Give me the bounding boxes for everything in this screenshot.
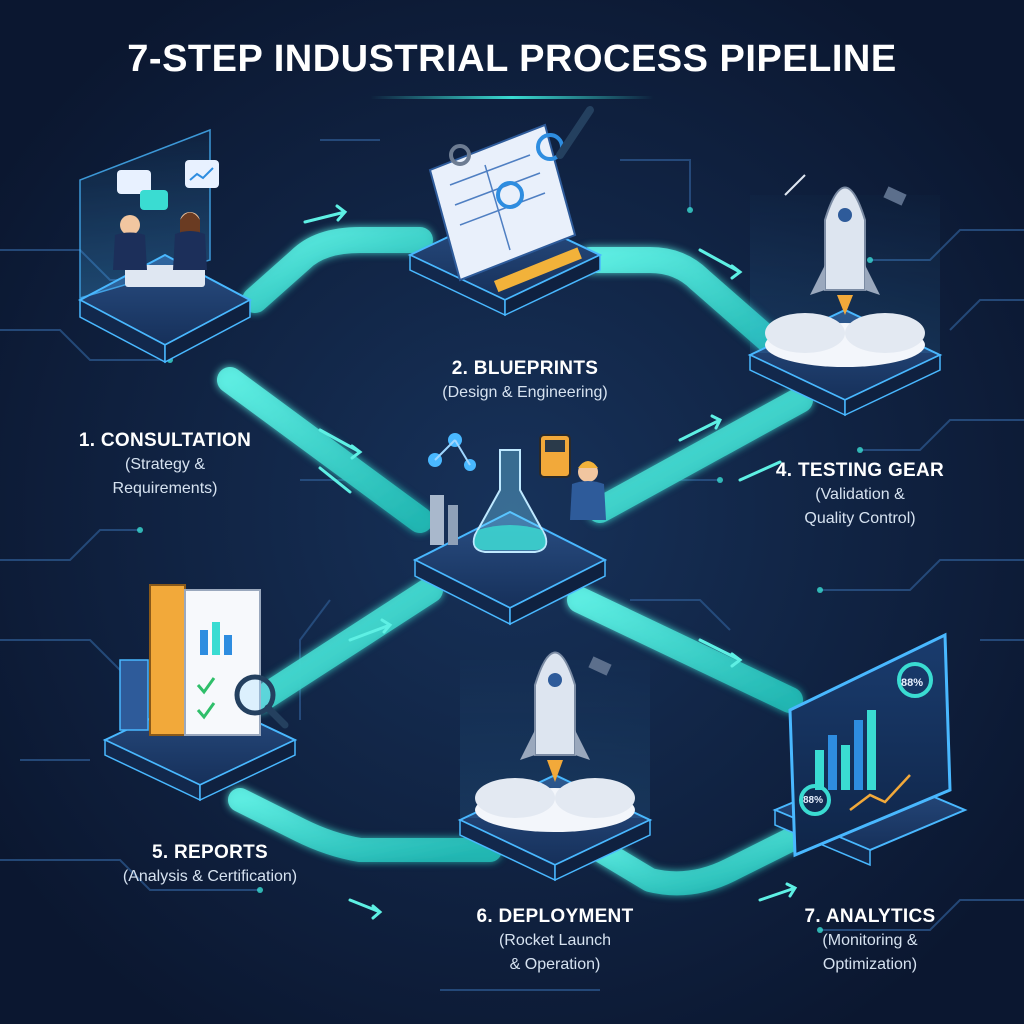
- step-label-blueprints: 2. BLUEPRINTS (Design & Engineering): [395, 358, 655, 404]
- blueprint-icon: [428, 106, 594, 293]
- title-divider: [370, 96, 654, 99]
- dashboard-icon: [788, 632, 952, 858]
- pipe-5-6: [228, 788, 502, 862]
- gauge-value-top: 88%: [901, 677, 924, 689]
- step-desc: Optimization): [822, 956, 918, 973]
- step-label-testing: 4. TESTING GEAR (Validation & Quality Co…: [745, 460, 975, 530]
- step-label-deployment: 6. DEPLOYMENT (Rocket Launch & Operation…: [445, 906, 665, 976]
- step-desc: & Operation): [509, 956, 601, 973]
- circuit-traces: [0, 139, 1024, 991]
- step-name: 4. TESTING GEAR: [775, 460, 945, 481]
- step-label-reports: 5. REPORTS (Analysis & Certification): [80, 842, 340, 888]
- flow-arrows: [303, 204, 798, 920]
- step-desc: Quality Control): [804, 510, 916, 527]
- pipe-2-4: [577, 247, 793, 363]
- step-desc: (Validation &: [815, 486, 905, 503]
- step-label-analytics: 7. ANALYTICS (Monitoring & Optimization): [760, 906, 980, 976]
- step-desc: (Design & Engineering): [442, 384, 608, 401]
- node-consultation: [77, 128, 253, 364]
- rocket-launch-icon: [475, 651, 635, 832]
- step-desc: (Strategy &: [124, 456, 206, 473]
- gauge-value-bottom: 88%: [803, 795, 824, 806]
- pipe-3-5: [247, 577, 443, 713]
- pipe-6-7: [588, 828, 802, 896]
- step-name: 5. REPORTS: [152, 842, 268, 863]
- step-desc: (Rocket Launch: [498, 932, 612, 949]
- step-name: 7. ANALYTICS: [804, 906, 936, 927]
- step-desc: (Analysis & Certification): [122, 868, 298, 885]
- meeting-icon: [113, 160, 219, 287]
- step-desc: Requirements): [112, 480, 218, 497]
- pipe-1-3: [217, 367, 433, 533]
- node-reports: [102, 584, 298, 802]
- report-binder-icon: [119, 584, 289, 736]
- step-name: 1. CONSULTATION: [78, 430, 252, 451]
- node-blueprints: [407, 106, 603, 317]
- pipe-3-7: [567, 587, 803, 713]
- pipe-1-2: [242, 227, 433, 313]
- page-title: 7-STEP INDUSTRIAL PROCESS PIPELINE: [127, 38, 897, 80]
- node-deployment: [457, 651, 653, 882]
- lab-flask-icon: [428, 433, 606, 553]
- pipe-network: [217, 227, 813, 896]
- step-label-consultation: 1. CONSULTATION (Strategy & Requirements…: [50, 430, 280, 500]
- node-analytics: [772, 632, 968, 867]
- pipe-3-4: [587, 387, 813, 523]
- step-desc: (Monitoring &: [822, 932, 918, 949]
- node-lab: [412, 433, 608, 626]
- step-name: 6. DEPLOYMENT: [476, 906, 634, 927]
- rocket-test-icon: [765, 174, 925, 367]
- node-testing: [747, 174, 943, 417]
- step-name: 2. BLUEPRINTS: [451, 358, 599, 379]
